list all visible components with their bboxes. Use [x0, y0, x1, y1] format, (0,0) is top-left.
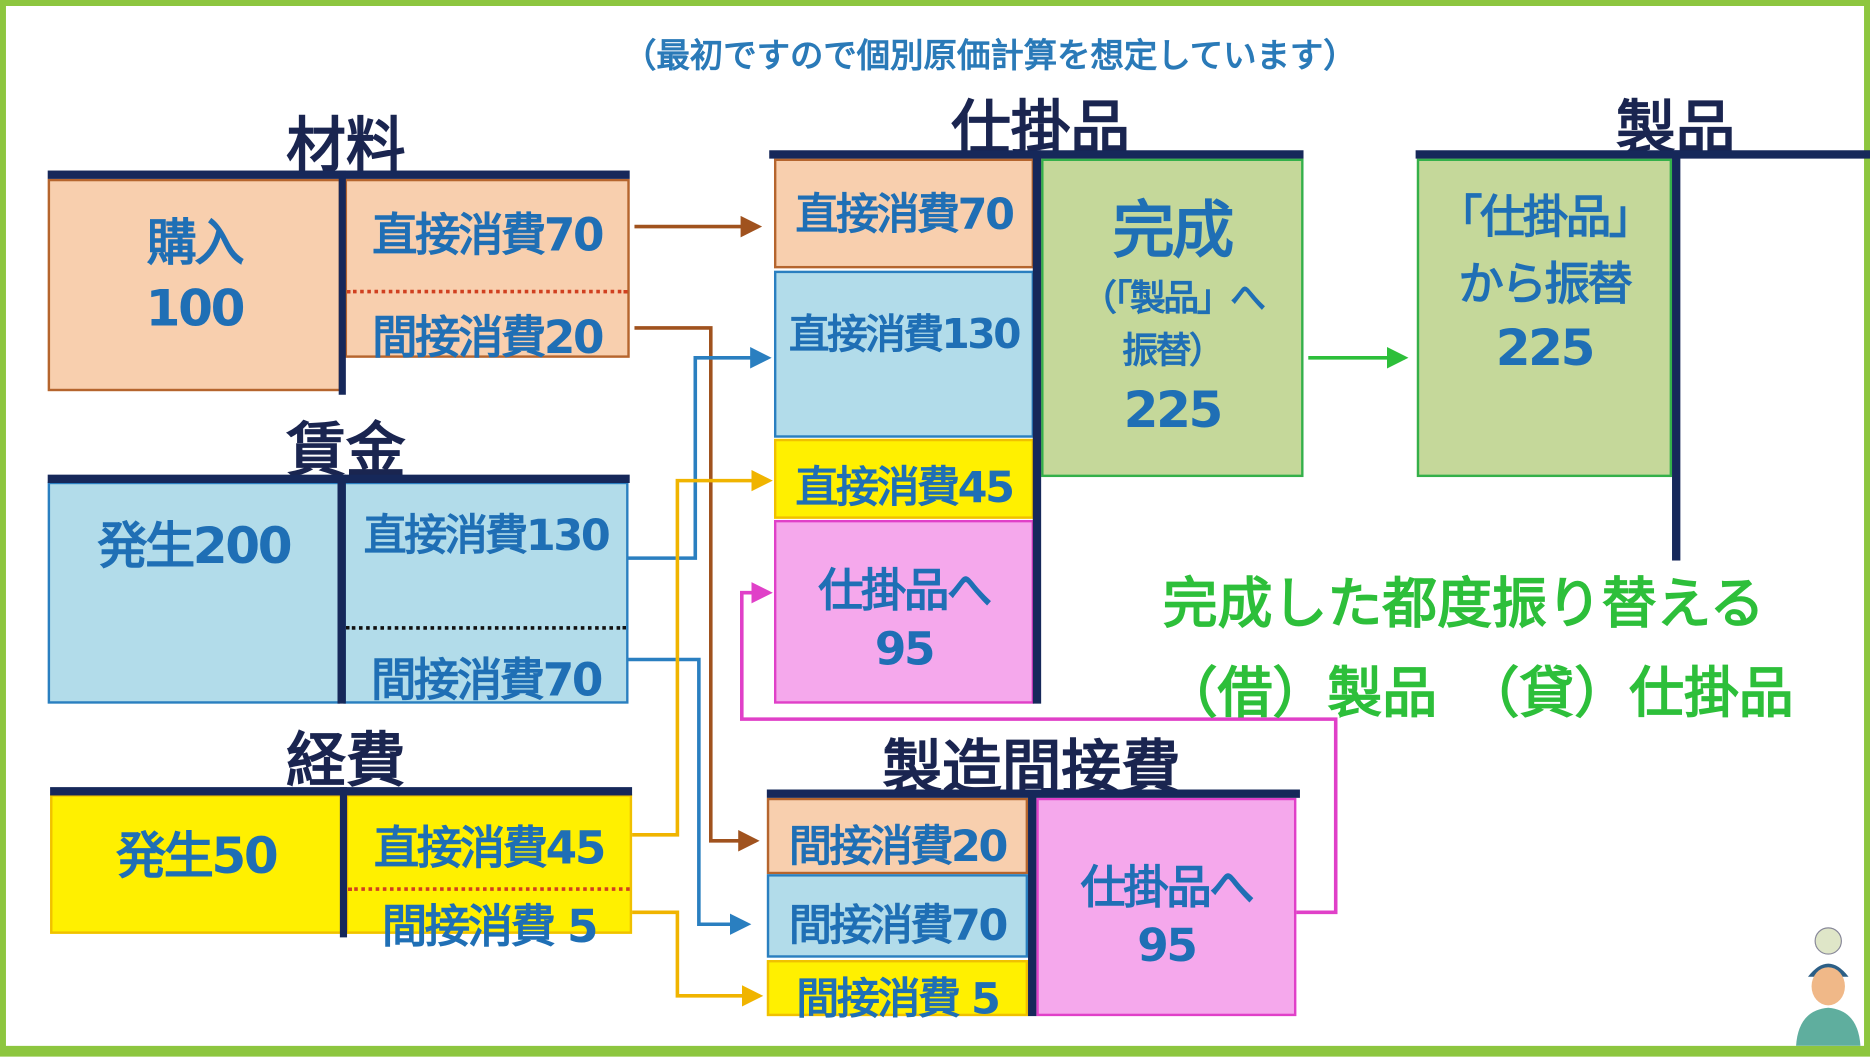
subtitle: （最初ですので個別原価計算を想定しています）	[623, 35, 1357, 76]
value: 95	[874, 622, 936, 676]
note-line2: （借）製品 （貸）仕掛品	[1162, 660, 1794, 726]
divider	[345, 626, 627, 630]
wip-credit-completed: 完成 （「製品」へ 振替） 225	[1041, 158, 1304, 478]
label: 発生50	[115, 826, 279, 885]
arrow-materials-indirect	[634, 326, 760, 852]
t-divider	[337, 474, 346, 704]
label: 購入	[146, 213, 245, 272]
overhead-debit-expenses: 間接消費 5	[766, 960, 1029, 1024]
label: 「仕掛品」	[1437, 190, 1654, 244]
label: から振替	[1458, 257, 1633, 311]
wages-debit: 発生200	[47, 481, 340, 704]
t-bar	[1415, 150, 1870, 159]
t-divider	[339, 787, 348, 938]
materials-debit: 購入 100	[47, 178, 342, 392]
expenses-debit: 発生50	[50, 794, 343, 934]
wages-credit: 直接消費130 間接消費70	[343, 481, 629, 706]
label: 発生200	[97, 516, 292, 575]
wages-title: 賃金	[286, 416, 406, 486]
label: 直接消費70	[372, 208, 604, 262]
overhead-debit-materials: 間接消費20	[766, 797, 1029, 875]
expenses-title: 経費	[286, 726, 406, 796]
label: 間接消費20	[372, 311, 604, 364]
arrow-expenses-indirect	[632, 910, 764, 1007]
note-line1: 完成した都度振り替える	[1162, 571, 1765, 636]
label: 間接消費 5	[381, 900, 599, 953]
overhead-credit: 仕掛品へ 95	[1036, 797, 1297, 1017]
label: 間接消費20	[788, 822, 1009, 872]
label: 間接消費70	[370, 653, 603, 707]
arrow-wages-indirect	[628, 657, 752, 935]
label: 直接消費130	[788, 311, 1022, 359]
t-divider	[338, 170, 346, 395]
t-divider	[1672, 150, 1681, 561]
label: 直接消費45	[795, 463, 1015, 513]
wip-debit-expenses: 直接消費45	[773, 438, 1034, 519]
label: 間接消費70	[788, 901, 1009, 951]
wip-debit-overhead: 仕掛品へ 95	[773, 519, 1034, 704]
divider	[348, 887, 630, 891]
arrow-expenses-direct	[632, 469, 773, 837]
expenses-credit: 直接消費45 間接消費 5	[345, 794, 633, 953]
t-divider	[1028, 789, 1037, 1017]
overhead-debit-wages: 間接消費70	[766, 874, 1029, 958]
value: 225	[1123, 380, 1224, 439]
t-divider	[1032, 150, 1042, 704]
label: 振替）	[1122, 330, 1225, 373]
materials-title: 材料	[286, 110, 406, 181]
label: 直接消費70	[795, 190, 1015, 240]
value: 225	[1495, 318, 1596, 377]
arrow-overhead-to-wip	[740, 581, 1338, 915]
label: 完成	[1112, 195, 1235, 268]
label: 直接消費130	[363, 511, 611, 561]
wip-debit-materials: 直接消費70	[773, 158, 1034, 269]
products-debit: 「仕掛品」 から振替 225	[1416, 158, 1673, 478]
label: （「製品」へ	[1081, 277, 1266, 320]
label: 直接消費45	[373, 821, 606, 875]
label: 仕掛品へ	[818, 564, 992, 617]
presenter-avatar-icon	[1796, 927, 1861, 1046]
value: 100	[145, 279, 246, 338]
value: 95	[1137, 919, 1198, 972]
wip-debit-wages: 直接消費130	[773, 270, 1034, 438]
label: 仕掛品へ	[1080, 861, 1254, 914]
materials-credit: 直接消費70 間接消費20	[344, 178, 630, 364]
label: 間接消費 5	[796, 975, 1001, 1025]
divider	[347, 289, 628, 294]
arrow-wages-direct	[628, 347, 772, 560]
